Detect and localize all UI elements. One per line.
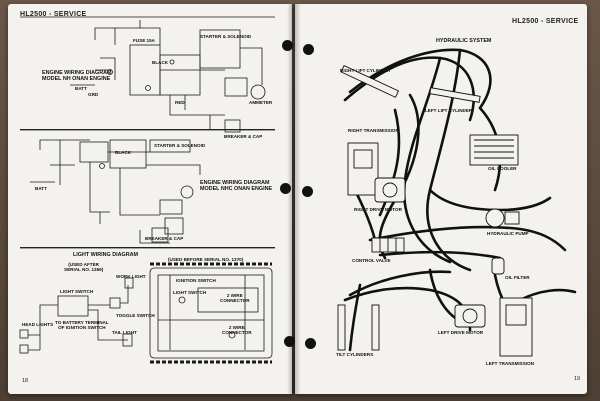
label-black-2: BLACK [115,150,132,155]
label-2-wire-connector-2: 2 WIRE CONNECTOR [222,325,252,336]
label-tilt-cylinders: TILT CYLINDERS [336,352,374,357]
left-page-header: HL2500 - SERVICE [20,11,87,18]
label-oil-filter: OIL FILTER [505,275,530,280]
left-page-number: 18 [22,378,29,384]
label-tail-light: TAIL LIGHT [112,330,137,335]
label-ignition-switch: IGNITION SWITCH [176,278,216,283]
label-red-1: RED [175,100,185,105]
label-to-battery: TO BATTERY TERMINAL OF IGNITION SWITCH [55,320,109,331]
label-head-lights: HEAD LIGHTS [22,322,54,327]
label-right-drive-motor: RIGHT DRIVE MOTOR [354,207,402,212]
label-control-valve: CONTROL VALVE [352,258,391,263]
label-left-transmission: LEFT TRANSMISSION [486,361,534,366]
binder-hole-right-top [303,44,314,55]
label-2-wire-connector-1: 2 WIRE CONNECTOR [220,293,250,304]
binder-hole-bottom [284,336,295,347]
label-right-transmission: RIGHT TRANSMISSION [348,128,399,133]
left-divider-1 [20,129,275,131]
binder-hole-top [282,40,293,51]
binder-hole-right-bottom [305,338,316,349]
label-oil-cooler: OIL COOLER [488,166,517,171]
label-starter-solenoid: STARTER & SOLENOID [200,34,252,39]
note-used-before: (USED BEFORE SERIAL NO. 1370) [168,257,244,262]
label-fuse: FUSE 15A [133,38,155,43]
book-gutter [287,4,301,394]
label-breaker: BREAKER & CAP [224,134,263,139]
label-light-switch: LIGHT SWITCH [60,289,94,294]
engine-diagram-title-nhc: ENGINE WIRING DIAGRAM MODEL NHC ONAN ENG… [200,180,273,193]
label-light-switch-chassis: LIGHT SWITCH [173,290,207,295]
engine-diagram-title-nh: ENGINE WIRING DIAGRAM MODEL NH ONAN ENGI… [42,70,112,83]
right-page-header: HL2500 - SERVICE [512,18,579,25]
label-left-lift-cylinder: LEFT LIFT CYLINDER [425,108,473,113]
light-diagram-title: LIGHT WIRING DIAGRAM [73,252,138,258]
label-battery: BATT [75,86,87,91]
label-left-drive-motor: LEFT DRIVE MOTOR [438,330,484,335]
label-toggle-switch: TOGGLE SWITCH [116,313,155,318]
label-ground: GRD [88,92,99,97]
label-battery-2: BATT [35,186,47,191]
binder-hole-right-middle [302,186,313,197]
note-used-after: (USED AFTER SERIAL NO. 1369) [64,262,104,273]
right-page-number: 19 [574,376,581,382]
label-hydraulic-pump: HYDRAULIC PUMP [487,231,529,236]
label-ammeter: AMMETER [249,100,273,105]
hydraulic-system-title: HYDRAULIC SYSTEM [436,38,492,44]
left-divider-2 [20,247,275,249]
label-work-light: WORK LIGHT [116,274,146,279]
label-black-1: BLACK [152,60,169,65]
binder-hole-middle [280,183,291,194]
label-breaker-2: BREAKER & CAP [145,236,184,241]
label-right-lift-cylinder: RIGHT LIFT CYLINDER [340,68,391,73]
label-starter-solenoid-2: STARTER & SOLENOID [154,143,206,148]
